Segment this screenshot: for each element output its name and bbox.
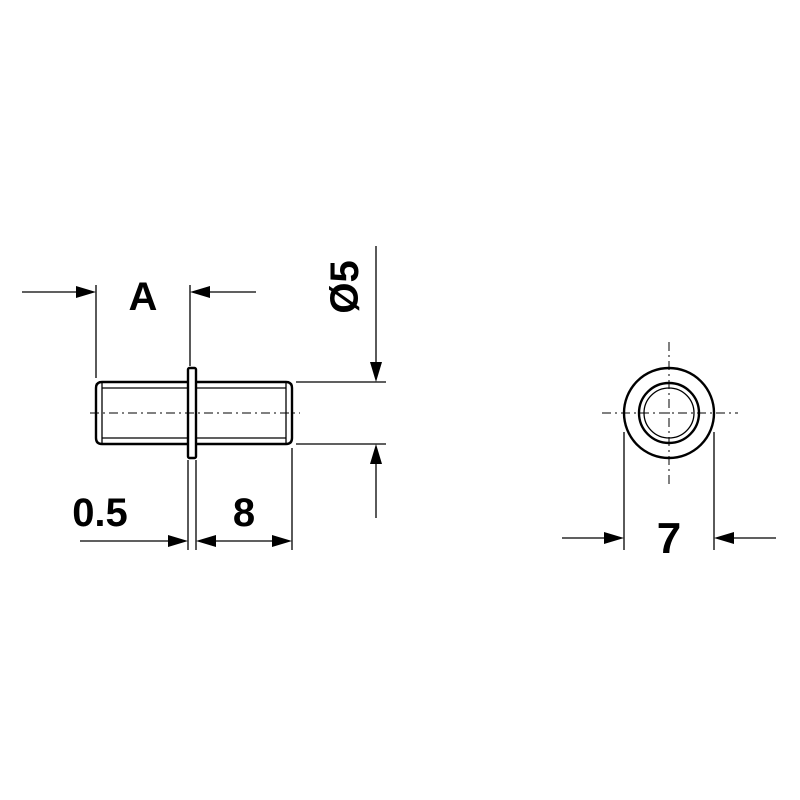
dimension-flange-thickness: 0.5 xyxy=(72,491,188,547)
side-view: A Ø5 0.5 8 xyxy=(22,246,386,550)
dimension-pin-length-label: 8 xyxy=(233,491,255,535)
dimension-a-label: A xyxy=(129,275,158,319)
dimension-a: A xyxy=(22,275,256,319)
end-view: 7 xyxy=(562,342,776,563)
dimension-diameter: Ø5 xyxy=(323,246,382,518)
dimension-flange-thickness-label: 0.5 xyxy=(72,491,128,535)
dimension-pin-length: 8 xyxy=(196,491,292,547)
pin-right-shaft xyxy=(196,380,294,446)
dimension-flange-diameter: 7 xyxy=(562,514,776,563)
dimension-diameter-label: Ø5 xyxy=(323,260,367,313)
dimension-flange-diameter-label: 7 xyxy=(657,514,681,563)
